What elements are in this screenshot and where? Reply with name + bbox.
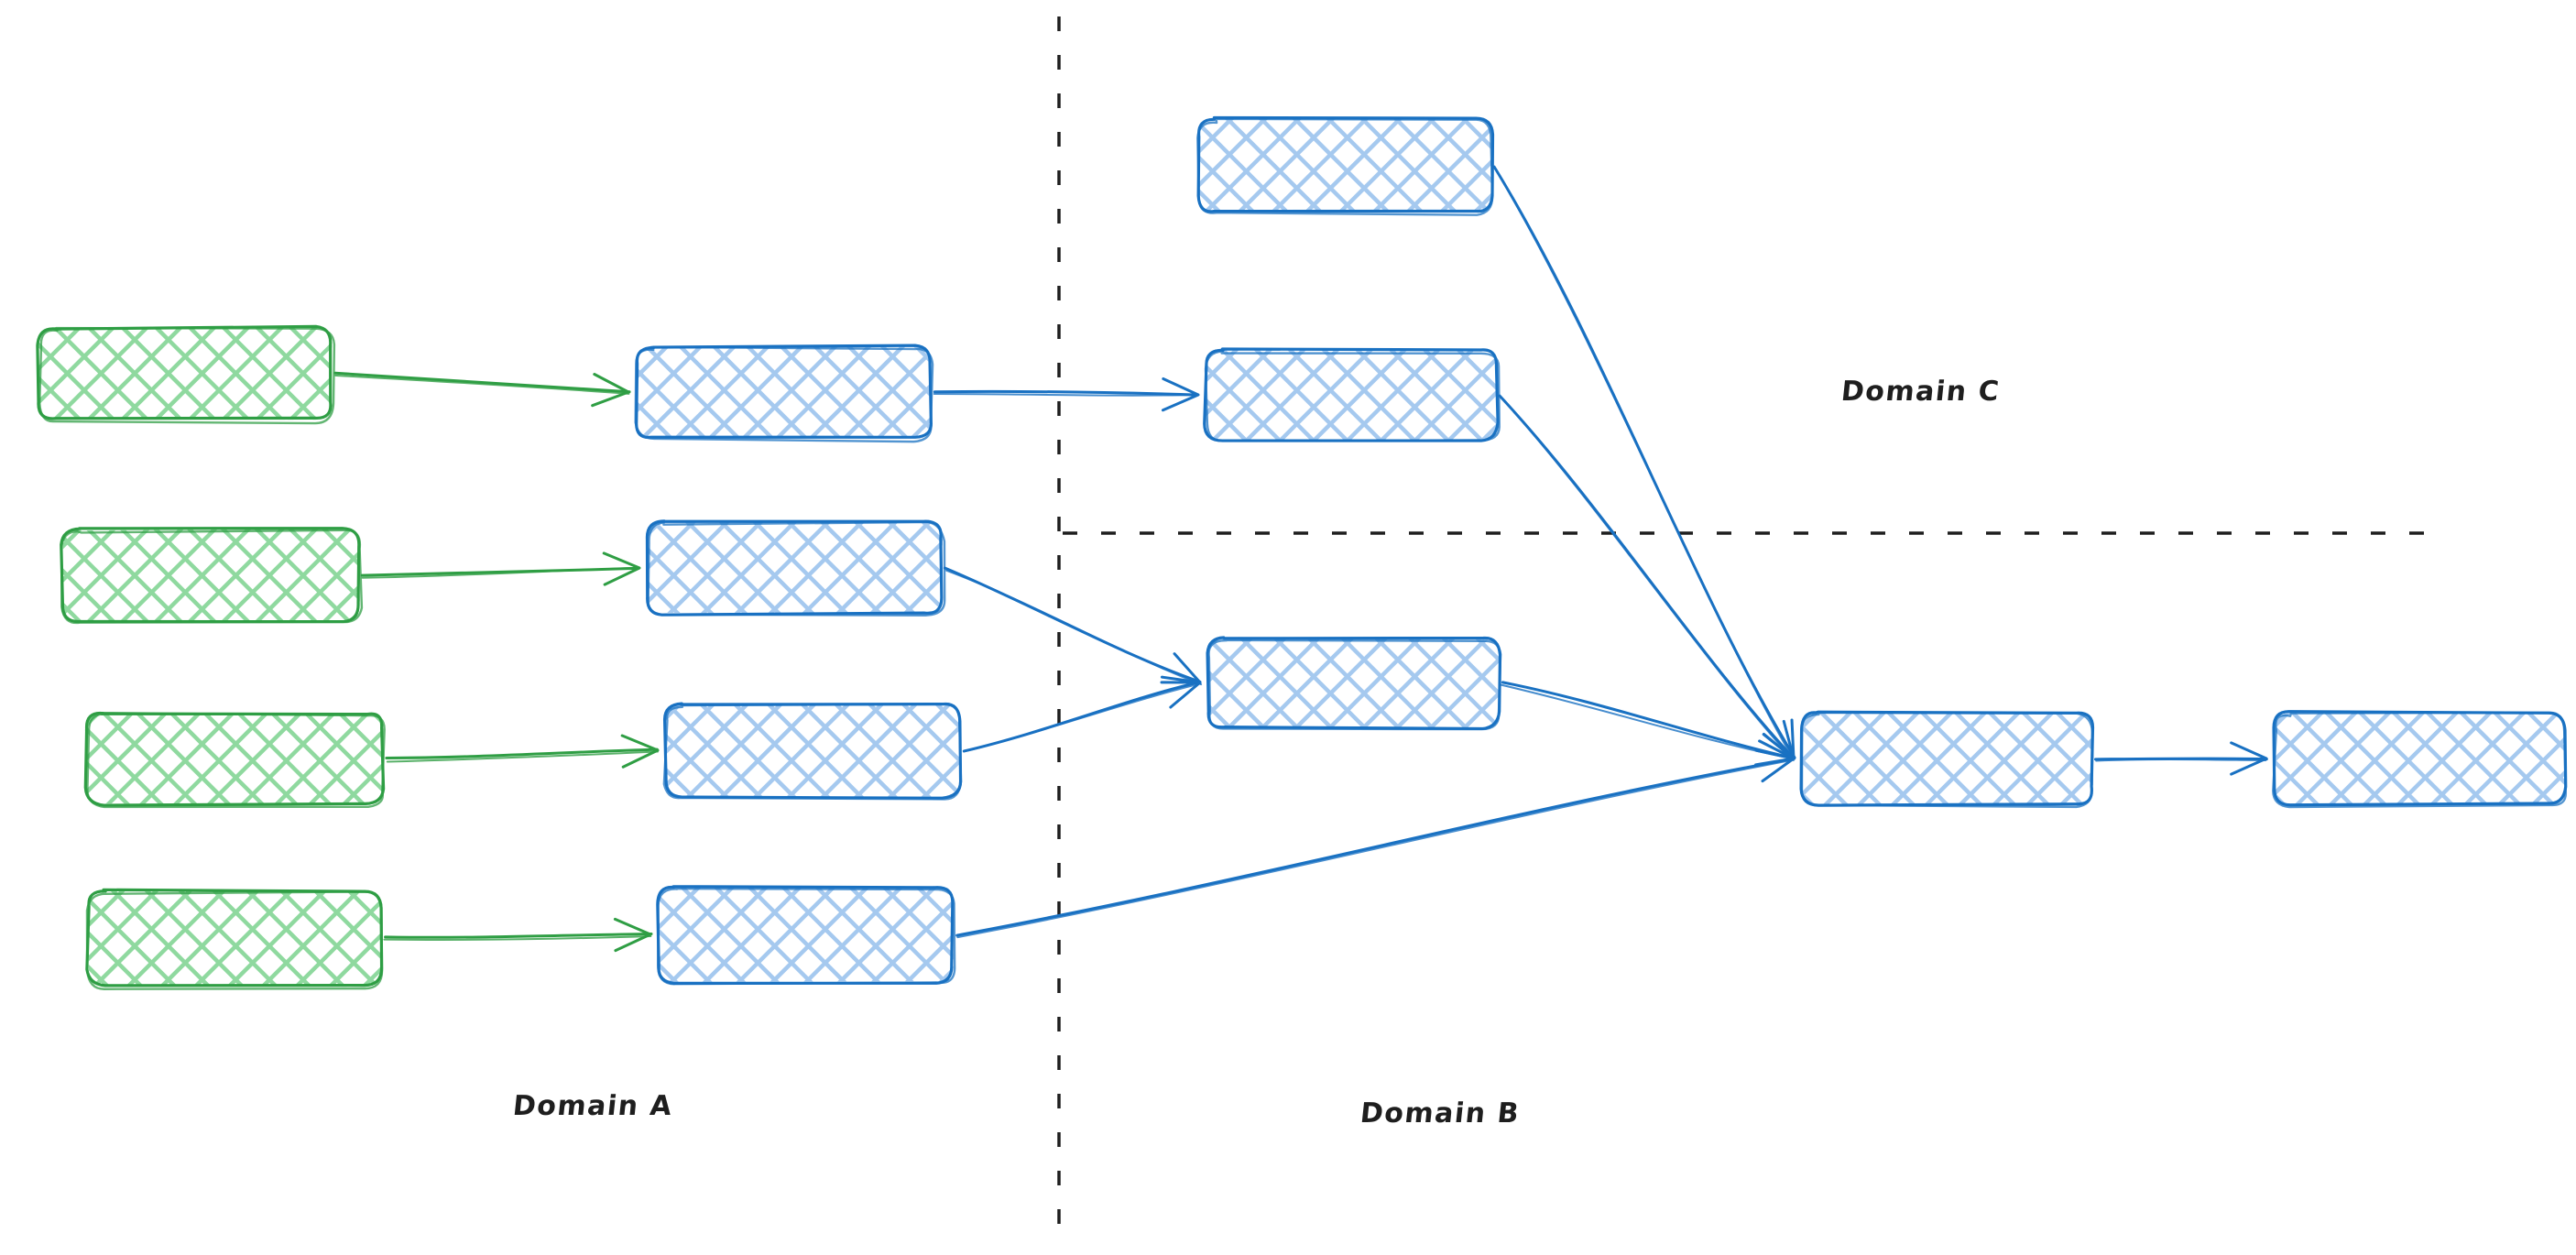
edges-layer bbox=[333, 165, 2268, 953]
edge-c2-d1 bbox=[1498, 394, 1796, 761]
edge-b1-c2 bbox=[933, 376, 1200, 412]
edge-a2-b2 bbox=[360, 551, 641, 586]
node-c2[interactable] bbox=[1203, 347, 1501, 442]
nodes-layer bbox=[36, 115, 2568, 990]
edge-b2-c3 bbox=[943, 566, 1203, 686]
edge-a4-b4 bbox=[383, 917, 653, 953]
domain-dividers bbox=[1057, 16, 2448, 1241]
edge-c1-d1 bbox=[1492, 165, 1796, 760]
node-d2[interactable] bbox=[2272, 710, 2568, 809]
edge-b3-c3 bbox=[962, 675, 1202, 753]
node-d1[interactable] bbox=[1799, 710, 2095, 809]
node-b3[interactable] bbox=[662, 702, 963, 801]
node-a2[interactable] bbox=[60, 527, 364, 625]
node-a1[interactable] bbox=[36, 324, 336, 425]
node-c1[interactable] bbox=[1196, 115, 1495, 216]
node-a4[interactable] bbox=[85, 888, 384, 990]
domain-label-b: Domain B bbox=[1359, 1097, 1522, 1130]
domain-label-a: Domain A bbox=[511, 1090, 675, 1122]
node-b4[interactable] bbox=[656, 885, 956, 986]
edge-c3-d1 bbox=[1500, 681, 1796, 767]
node-b2[interactable] bbox=[645, 519, 946, 617]
node-c3[interactable] bbox=[1206, 636, 1502, 731]
edge-d1-d2 bbox=[2093, 741, 2268, 776]
edge-a1-b1 bbox=[333, 371, 631, 408]
domain-label-c: Domain C bbox=[1839, 376, 2002, 408]
edge-a3-b3 bbox=[385, 734, 660, 769]
edge-b4-d1 bbox=[955, 748, 1796, 939]
node-b1[interactable] bbox=[634, 344, 934, 443]
node-a3[interactable] bbox=[83, 711, 386, 809]
